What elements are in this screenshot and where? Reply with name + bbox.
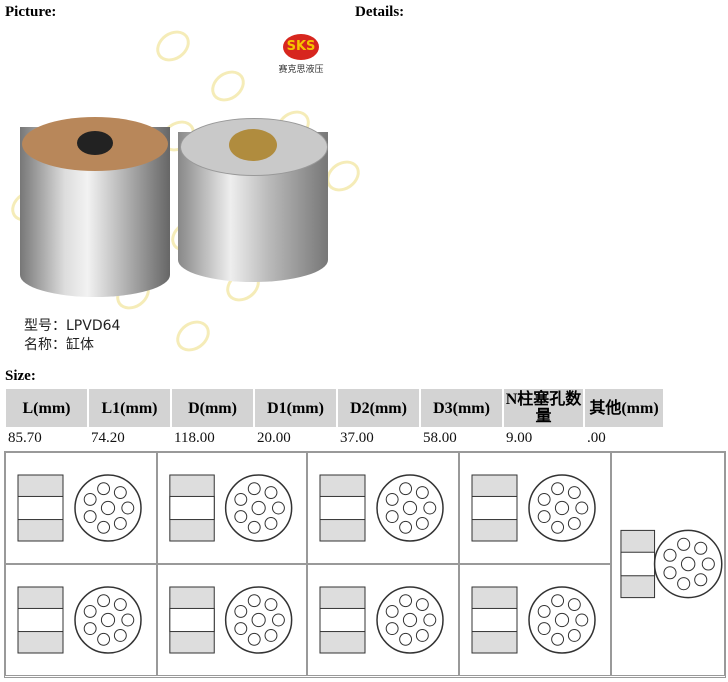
drawing-cell [611, 452, 725, 676]
col-l: L(mm) [6, 389, 87, 427]
size-label: Size: [5, 368, 36, 384]
col-d3: D3(mm) [421, 389, 502, 427]
col-d: D(mm) [172, 389, 253, 427]
cell-d: 118.00 [174, 429, 215, 446]
picture-label: Picture: [5, 4, 57, 20]
drawing-cell [459, 452, 611, 564]
name-label: 名称： [24, 337, 66, 353]
technical-drawings-grid [4, 451, 726, 678]
name-row: 名称：缸体 [24, 336, 120, 355]
size-table: L(mm) L1(mm) D(mm) D1(mm) D2(mm) D3(mm) … [4, 387, 665, 449]
col-n: N柱塞孔数量 [504, 389, 583, 427]
model-label: 型号： [24, 318, 66, 334]
col-d2: D2(mm) [338, 389, 419, 427]
cell-d1: 20.00 [257, 429, 291, 446]
sks-logo: SKS 赛克思液压 [276, 34, 326, 75]
drawing-cell [307, 564, 459, 676]
logo-caption: 赛克思液压 [278, 65, 324, 75]
product-image: SKS 赛克思液压 型号：LPVD64 名称：缸体 [0, 22, 366, 362]
drawing-cell [459, 564, 611, 676]
drawing-cell [307, 452, 459, 564]
model-value: LPVD64 [66, 318, 121, 334]
model-row: 型号：LPVD64 [24, 317, 120, 336]
cell-d2: 37.00 [340, 429, 374, 446]
table-header-row: L(mm) L1(mm) D(mm) D1(mm) D2(mm) D3(mm) … [6, 389, 663, 427]
drawing-cell [157, 452, 307, 564]
drawing-cell [5, 452, 157, 564]
cell-n: 9.00 [506, 429, 533, 446]
col-other: 其他(mm) [585, 389, 663, 427]
cell-l1: 74.20 [91, 429, 125, 446]
cell-l: 85.70 [8, 429, 42, 446]
cell-other: .00 [587, 429, 606, 446]
table-row: 85.70 74.20 118.00 20.00 37.00 58.00 9.0… [6, 429, 663, 447]
details-label: Details: [355, 4, 405, 20]
drawing-cell [5, 564, 157, 676]
col-l1: L1(mm) [89, 389, 170, 427]
drawing-cell [157, 564, 307, 676]
name-value: 缸体 [66, 337, 94, 353]
col-d1: D1(mm) [255, 389, 336, 427]
cell-d3: 58.00 [423, 429, 457, 446]
